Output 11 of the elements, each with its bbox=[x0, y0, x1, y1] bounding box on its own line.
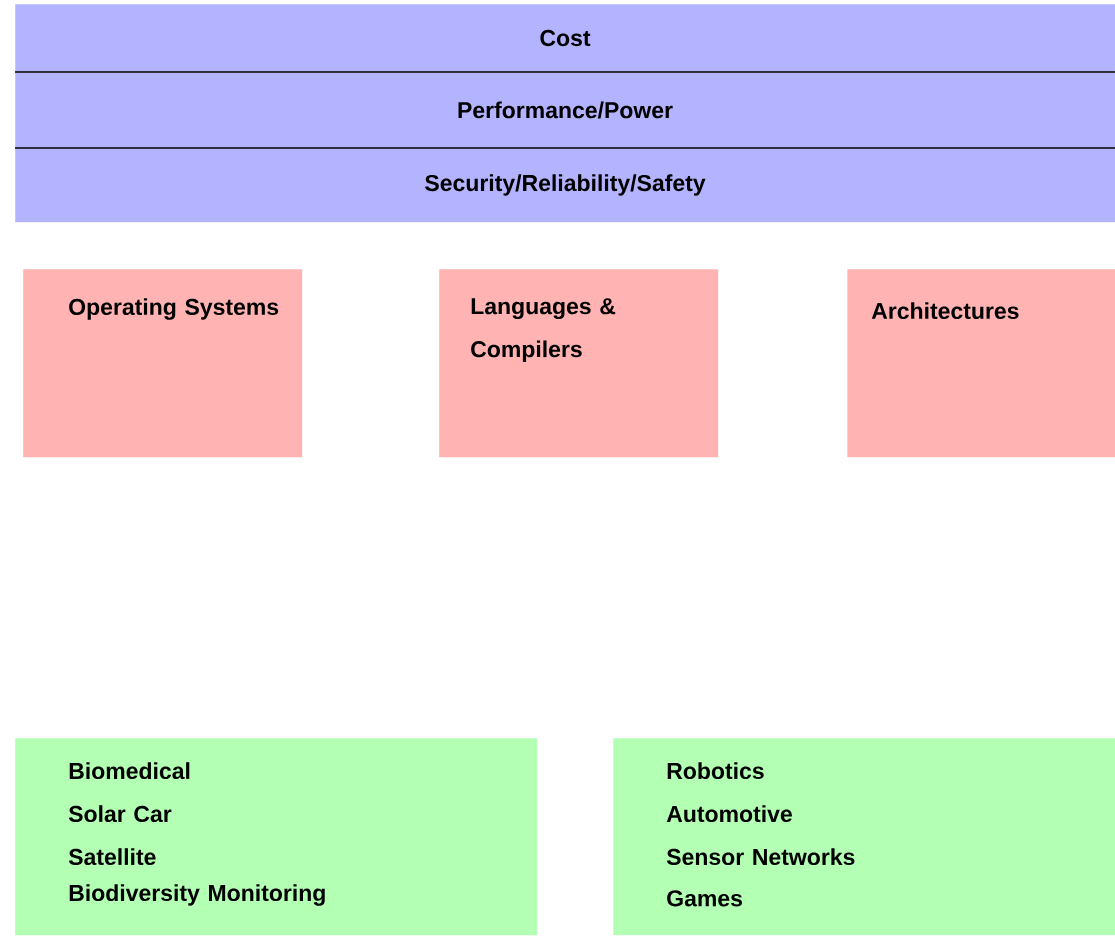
header-band: Security/Reliability/Safety bbox=[15, 148, 1115, 223]
node-label: Cost bbox=[540, 29, 591, 47]
node-label: Performance/Power bbox=[458, 101, 673, 119]
node-label: Security/Reliability/Safety bbox=[425, 174, 706, 196]
header-band: Performance/Power bbox=[15, 72, 1115, 149]
application-box: Biomedical Solar Car Satellite Biodiversity Monitoring bbox=[15, 738, 538, 936]
header-band: Cost bbox=[15, 4, 1115, 73]
topic-box: Operating Systems bbox=[23, 269, 303, 458]
topic-box: Languages & Compilers bbox=[439, 269, 719, 458]
application-box: Robotics Automotive Sensor Networks Games bbox=[613, 738, 1115, 936]
topic-box: Architectures bbox=[847, 269, 1115, 458]
